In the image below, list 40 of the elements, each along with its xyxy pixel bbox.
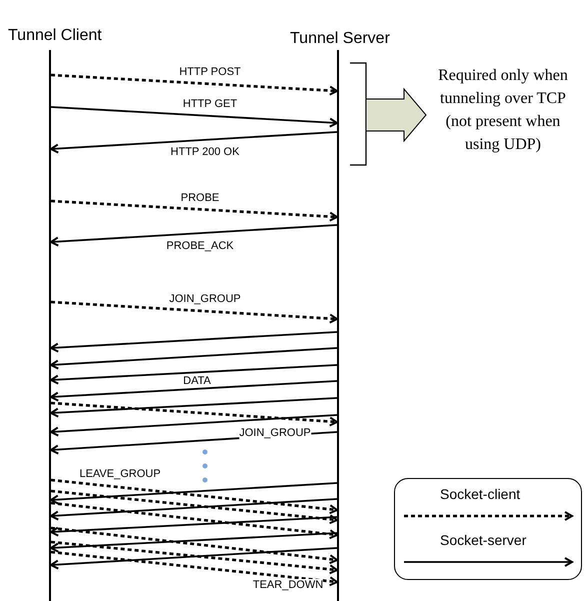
edge-label: HTTP GET <box>182 98 238 110</box>
message-arrow <box>50 364 338 385</box>
lifeline-header: Tunnel Server <box>290 30 390 47</box>
edge-label: HTTP POST <box>179 66 241 78</box>
message-arrow <box>50 540 338 574</box>
block-arrow <box>366 88 427 142</box>
message-arrow <box>50 482 338 505</box>
message-arrow <box>50 490 338 524</box>
message-arrow <box>50 74 338 96</box>
note-text: Required only when tunneling over TCP (not present when using UDP) <box>428 64 578 156</box>
legend-text: Socket-client <box>440 486 520 502</box>
message-arrow <box>50 224 338 247</box>
message-arrow <box>50 200 338 222</box>
message-arrow <box>50 547 338 570</box>
message-arrow <box>50 516 338 537</box>
message-arrow <box>50 131 338 154</box>
message-arrow <box>50 532 338 553</box>
edge-label: TEAR_DOWN <box>252 579 324 591</box>
edge-label: HTTP 200 OK <box>170 146 240 158</box>
message-arrow <box>50 380 338 402</box>
message-arrow <box>50 402 338 427</box>
message-arrow <box>50 526 338 564</box>
edge-label: LEAVE_GROUP <box>79 468 161 480</box>
lifeline-header: Tunnel Client <box>8 27 102 44</box>
edge-label: PROBE <box>180 192 220 204</box>
edge-label: DATA <box>183 375 211 387</box>
message-arrow <box>50 498 338 521</box>
message-arrow <box>50 502 338 540</box>
message-arrow <box>50 397 338 418</box>
message-arrow <box>50 347 338 370</box>
legend-text: Socket-server <box>440 532 526 548</box>
edge-label: JOIN_GROUP <box>239 427 311 439</box>
message-arrow <box>50 106 338 128</box>
message-arrow <box>50 414 338 437</box>
message-arrow <box>50 331 338 353</box>
message-arrow <box>50 478 338 514</box>
edge-label: PROBE_ACK <box>166 240 234 252</box>
edge-label: JOIN_GROUP <box>169 293 241 305</box>
message-arrow <box>50 550 338 586</box>
message-arrow <box>50 300 338 324</box>
